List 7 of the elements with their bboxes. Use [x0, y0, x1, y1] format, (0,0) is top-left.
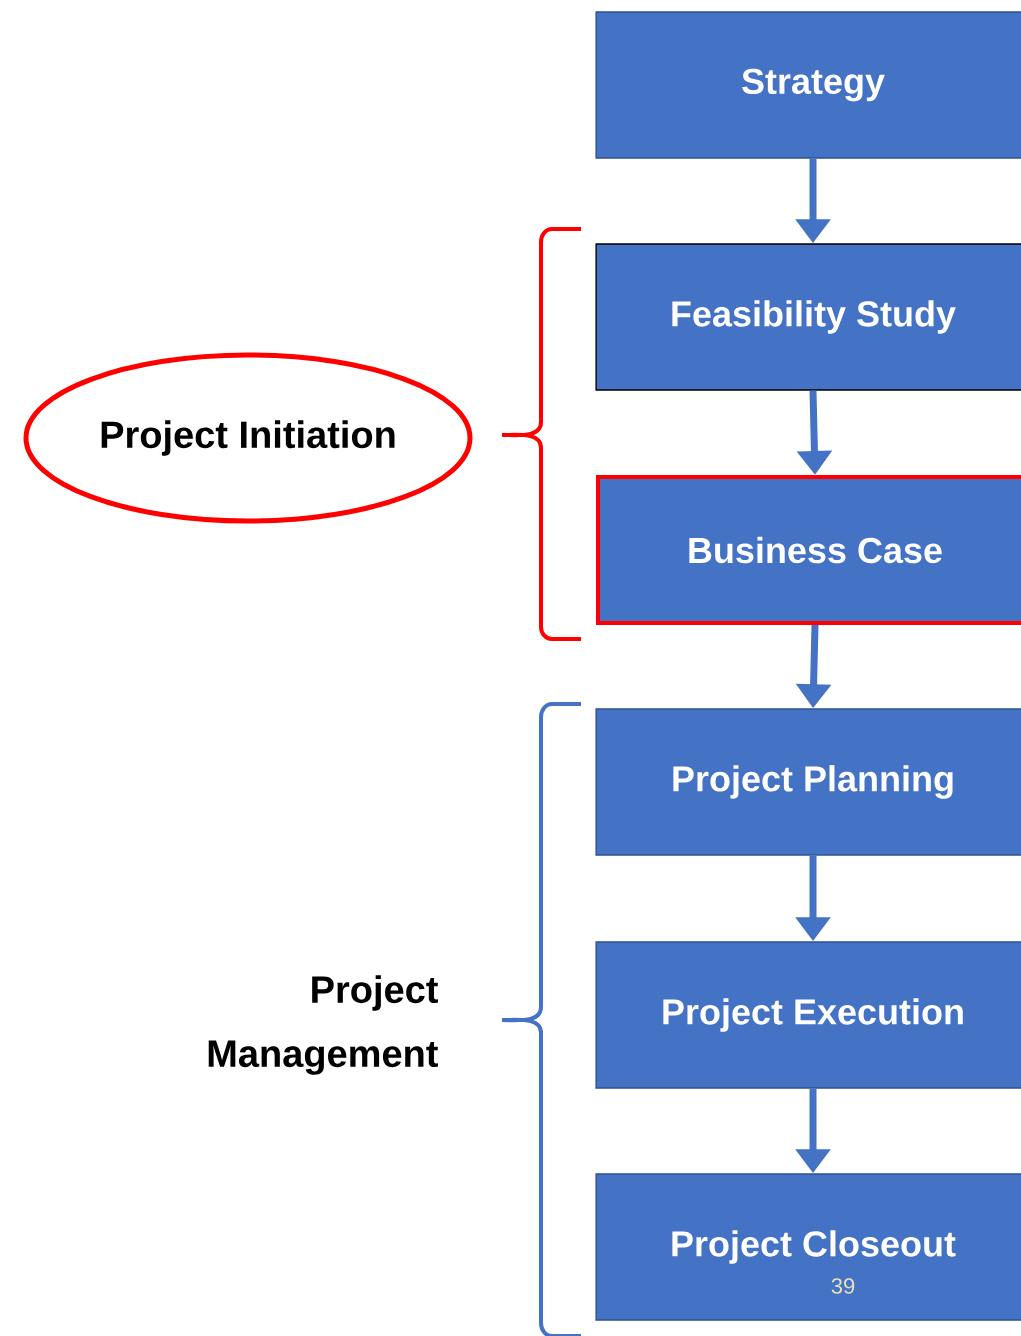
process-box: Project Execution [595, 941, 1021, 1089]
phase-label: Project Management [208, 975, 438, 1075]
process-box: Strategy [595, 11, 1021, 159]
page-number: 39 [831, 1278, 855, 1294]
highlighted-process-box: Business Case [596, 475, 1021, 625]
process-box: Project Planning [595, 708, 1021, 856]
process-box: Feasibility Study [595, 243, 1021, 391]
